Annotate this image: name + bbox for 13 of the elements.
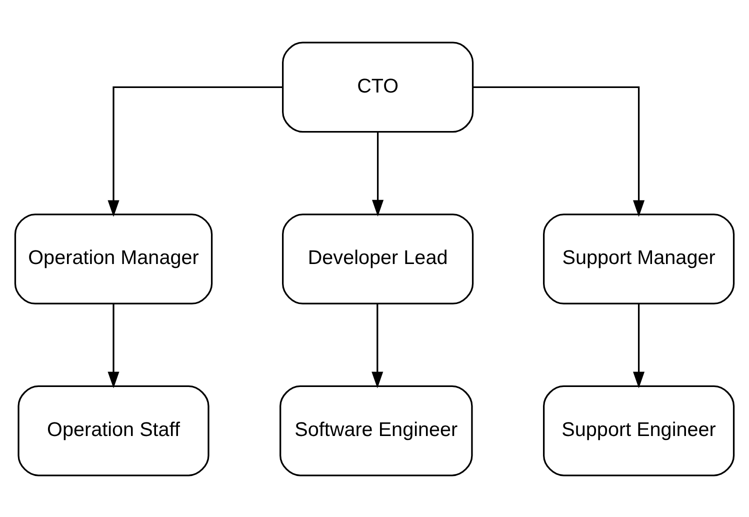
node-box: Support Engineer bbox=[543, 384, 735, 476]
arrow bbox=[108, 303, 120, 388]
arrow bbox=[372, 131, 384, 216]
node-box: Operation Manager bbox=[14, 213, 213, 304]
node-box: Support Manager bbox=[543, 213, 735, 304]
arrow bbox=[108, 86, 282, 216]
node-box: Operation Staff bbox=[18, 384, 210, 476]
arrow bbox=[474, 86, 645, 216]
node-box: Developer Lead bbox=[282, 213, 474, 304]
node-box: Software Engineer bbox=[280, 384, 473, 476]
arrow bbox=[633, 303, 645, 388]
node-box: CTO bbox=[282, 41, 474, 132]
arrow bbox=[372, 303, 384, 388]
